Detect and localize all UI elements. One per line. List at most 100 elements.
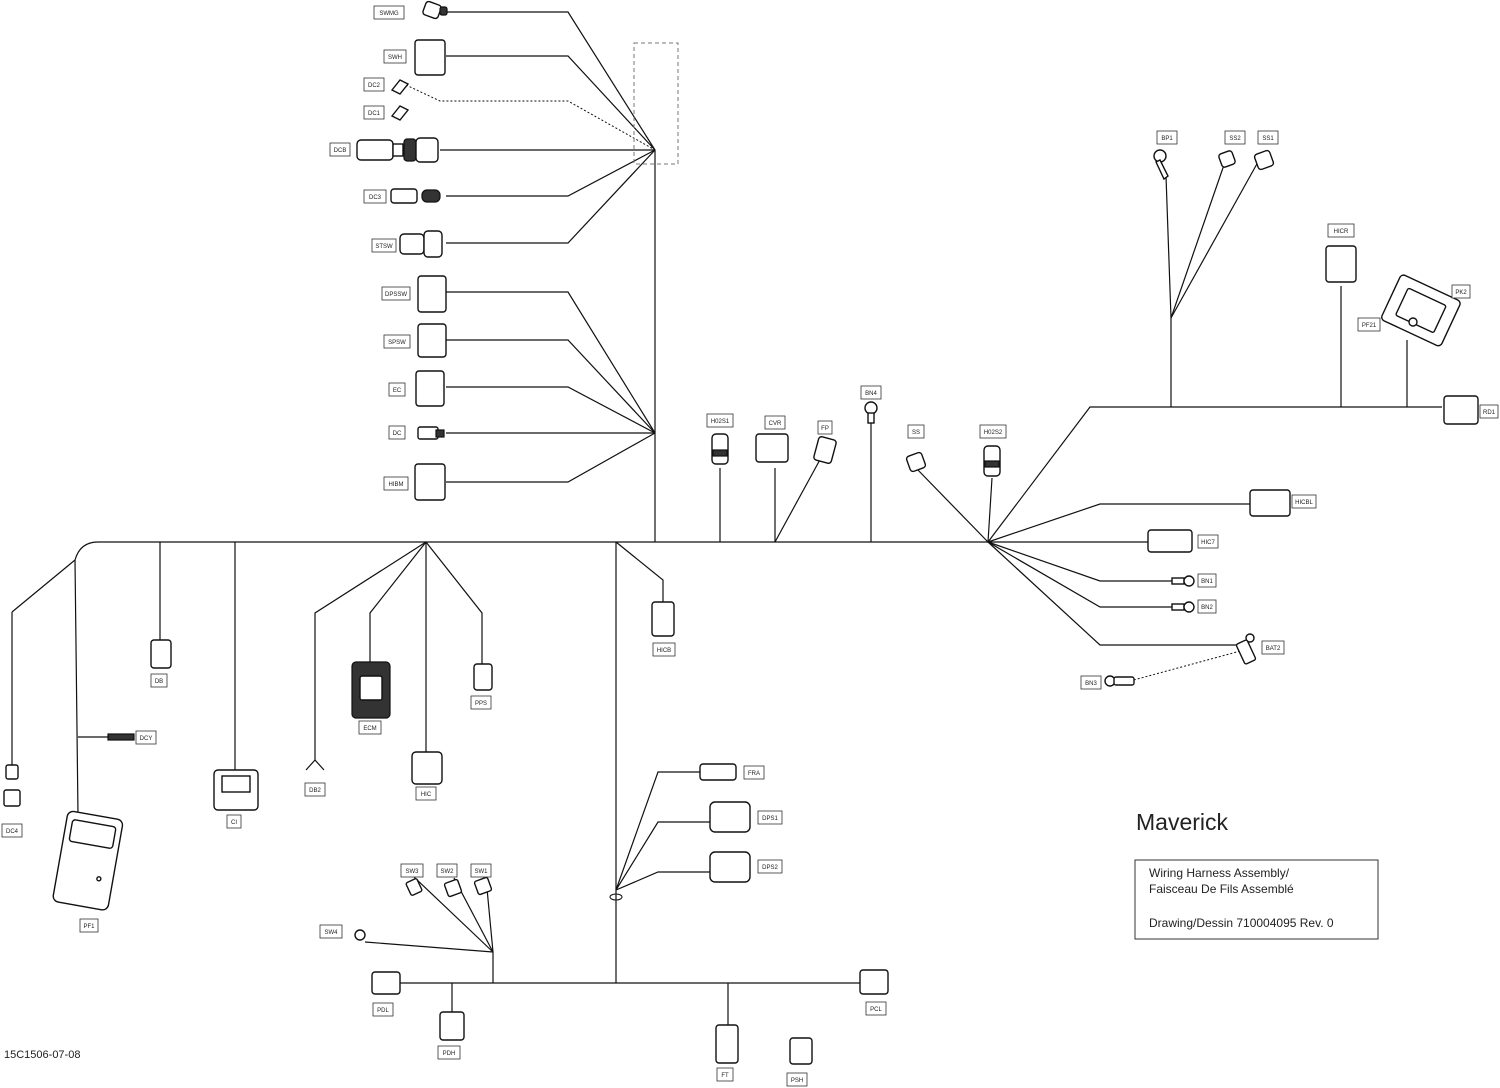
connector-bn4-symbol bbox=[864, 401, 878, 424]
label-dcb: DCB bbox=[329, 142, 351, 157]
label-pdl: PDL bbox=[372, 1002, 394, 1017]
label-bn1: BN1 bbox=[1197, 573, 1217, 588]
connector-dc-symbol bbox=[417, 426, 445, 440]
svg-text:DC3: DC3 bbox=[369, 195, 382, 201]
svg-text:DC4: DC4 bbox=[6, 829, 19, 835]
connector-hicbl-symbol bbox=[1249, 489, 1291, 517]
connector-pk2-symbol bbox=[1381, 274, 1461, 347]
svg-text:H02S1: H02S1 bbox=[711, 419, 730, 425]
label-ss: SS bbox=[907, 424, 925, 439]
title-line-2: Faisceau De Fils Assemblé bbox=[1149, 882, 1294, 896]
connector-hibm-symbol bbox=[414, 463, 446, 501]
title-box bbox=[1134, 859, 1379, 940]
svg-text:SS: SS bbox=[912, 430, 920, 436]
svg-text:RD1: RD1 bbox=[1483, 410, 1496, 416]
label-cvr: CVR bbox=[764, 415, 786, 430]
svg-text:BN4: BN4 bbox=[865, 391, 877, 397]
connector-swh-symbol bbox=[414, 39, 446, 76]
label-hicb: HICB bbox=[652, 642, 676, 657]
label-dc4: DC4 bbox=[1, 823, 23, 838]
label-pcl: PCL bbox=[865, 1001, 887, 1016]
label-hicbl: HICBL bbox=[1291, 494, 1317, 509]
label-dcy: DCY bbox=[135, 730, 157, 745]
connector-pdl-symbol bbox=[371, 971, 401, 995]
connector-ft-symbol bbox=[715, 1024, 739, 1064]
connector-bp1-symbol bbox=[1153, 149, 1169, 181]
label-dps2: DPS2 bbox=[757, 859, 783, 874]
svg-text:BAT2: BAT2 bbox=[1266, 646, 1281, 652]
svg-text:DB: DB bbox=[155, 679, 163, 685]
svg-text:DC1: DC1 bbox=[368, 111, 381, 117]
svg-text:FT: FT bbox=[721, 1073, 729, 1079]
connector-pf1-symbol bbox=[52, 810, 124, 911]
svg-text:HICB: HICB bbox=[657, 648, 671, 654]
label-bn3: BN3 bbox=[1080, 675, 1102, 690]
label-bn2: BN2 bbox=[1197, 599, 1217, 614]
svg-text:SW4: SW4 bbox=[324, 930, 338, 936]
svg-text:PDL: PDL bbox=[377, 1008, 389, 1014]
svg-text:SW3: SW3 bbox=[405, 869, 419, 875]
label-sw3: SW3 bbox=[400, 863, 424, 878]
svg-text:DCY: DCY bbox=[140, 736, 153, 742]
connector-hic-symbol bbox=[411, 751, 443, 785]
svg-text:SWMG: SWMG bbox=[379, 11, 399, 17]
model-title: Maverick bbox=[1136, 809, 1229, 835]
label-pdh: PDH bbox=[437, 1045, 461, 1060]
svg-text:FRA: FRA bbox=[748, 771, 760, 777]
label-ss2: SS2 bbox=[1224, 130, 1246, 145]
label-h02s2: H02S2 bbox=[979, 424, 1007, 439]
label-ft: FT bbox=[716, 1067, 734, 1082]
svg-text:CVR: CVR bbox=[769, 421, 782, 427]
connector-db-symbol bbox=[150, 639, 172, 669]
label-sw1: SW1 bbox=[470, 863, 492, 878]
label-dc2: DC2 bbox=[363, 77, 385, 92]
connector-labels: SWMG SWH DC2 DC1 DCB DC3 STSW DPSSW SPSW… bbox=[1, 5, 1499, 1087]
connector-bat2-symbol bbox=[1235, 633, 1257, 665]
connector-symbols bbox=[3, 0, 1479, 1065]
connector-fra-symbol bbox=[699, 763, 737, 781]
svg-text:BN3: BN3 bbox=[1085, 681, 1097, 687]
title-block: Maverick Wiring Harness Assembly/ Faisce… bbox=[1134, 809, 1379, 940]
svg-text:H02S2: H02S2 bbox=[984, 430, 1003, 436]
svg-text:PF21: PF21 bbox=[1362, 323, 1377, 329]
svg-text:HIC: HIC bbox=[421, 792, 432, 798]
label-ec: EC bbox=[388, 382, 406, 397]
connector-hic7-symbol bbox=[1147, 529, 1193, 553]
connector-hicb-symbol bbox=[651, 601, 675, 637]
label-hicr: HICR bbox=[1327, 223, 1355, 238]
svg-text:HIBM: HIBM bbox=[389, 482, 404, 488]
connector-h02s2-symbol bbox=[983, 445, 1001, 477]
svg-text:PCL: PCL bbox=[870, 1007, 882, 1013]
connector-sw2-symbol bbox=[443, 878, 463, 898]
connector-db2-symbol bbox=[305, 759, 325, 771]
svg-text:HICBL: HICBL bbox=[1295, 500, 1313, 506]
svg-text:SPSW: SPSW bbox=[388, 340, 406, 346]
label-ecm: ECM bbox=[358, 720, 382, 735]
harness-wires bbox=[11, 11, 1442, 1025]
label-dpssw: DPSSW bbox=[381, 286, 411, 301]
connector-dcy-symbol bbox=[107, 733, 135, 741]
svg-text:SS2: SS2 bbox=[1229, 136, 1241, 142]
svg-text:SW2: SW2 bbox=[440, 869, 454, 875]
label-fp: FP bbox=[817, 420, 833, 435]
svg-text:PF1: PF1 bbox=[83, 924, 95, 930]
connector-pdh-symbol bbox=[439, 1011, 465, 1041]
svg-text:FP: FP bbox=[821, 426, 829, 432]
svg-text:HICR: HICR bbox=[1334, 229, 1349, 235]
svg-text:CI: CI bbox=[231, 820, 237, 826]
label-hibm: HIBM bbox=[383, 476, 409, 491]
label-sw2: SW2 bbox=[436, 863, 458, 878]
svg-text:DB2: DB2 bbox=[309, 788, 321, 794]
connector-dps2-symbol bbox=[709, 851, 751, 883]
connector-sw4-symbol bbox=[354, 929, 366, 941]
label-pf21: PF21 bbox=[1357, 317, 1381, 332]
connector-dc4-symbol bbox=[3, 764, 21, 807]
label-hic7: HIC7 bbox=[1197, 534, 1219, 549]
label-swmg: SWMG bbox=[373, 5, 405, 20]
svg-text:PDH: PDH bbox=[443, 1051, 456, 1057]
connector-dc2-symbol bbox=[390, 79, 410, 95]
svg-text:DC2: DC2 bbox=[368, 83, 381, 89]
label-db2: DB2 bbox=[304, 782, 326, 797]
connector-ss2-symbol bbox=[1218, 150, 1236, 168]
